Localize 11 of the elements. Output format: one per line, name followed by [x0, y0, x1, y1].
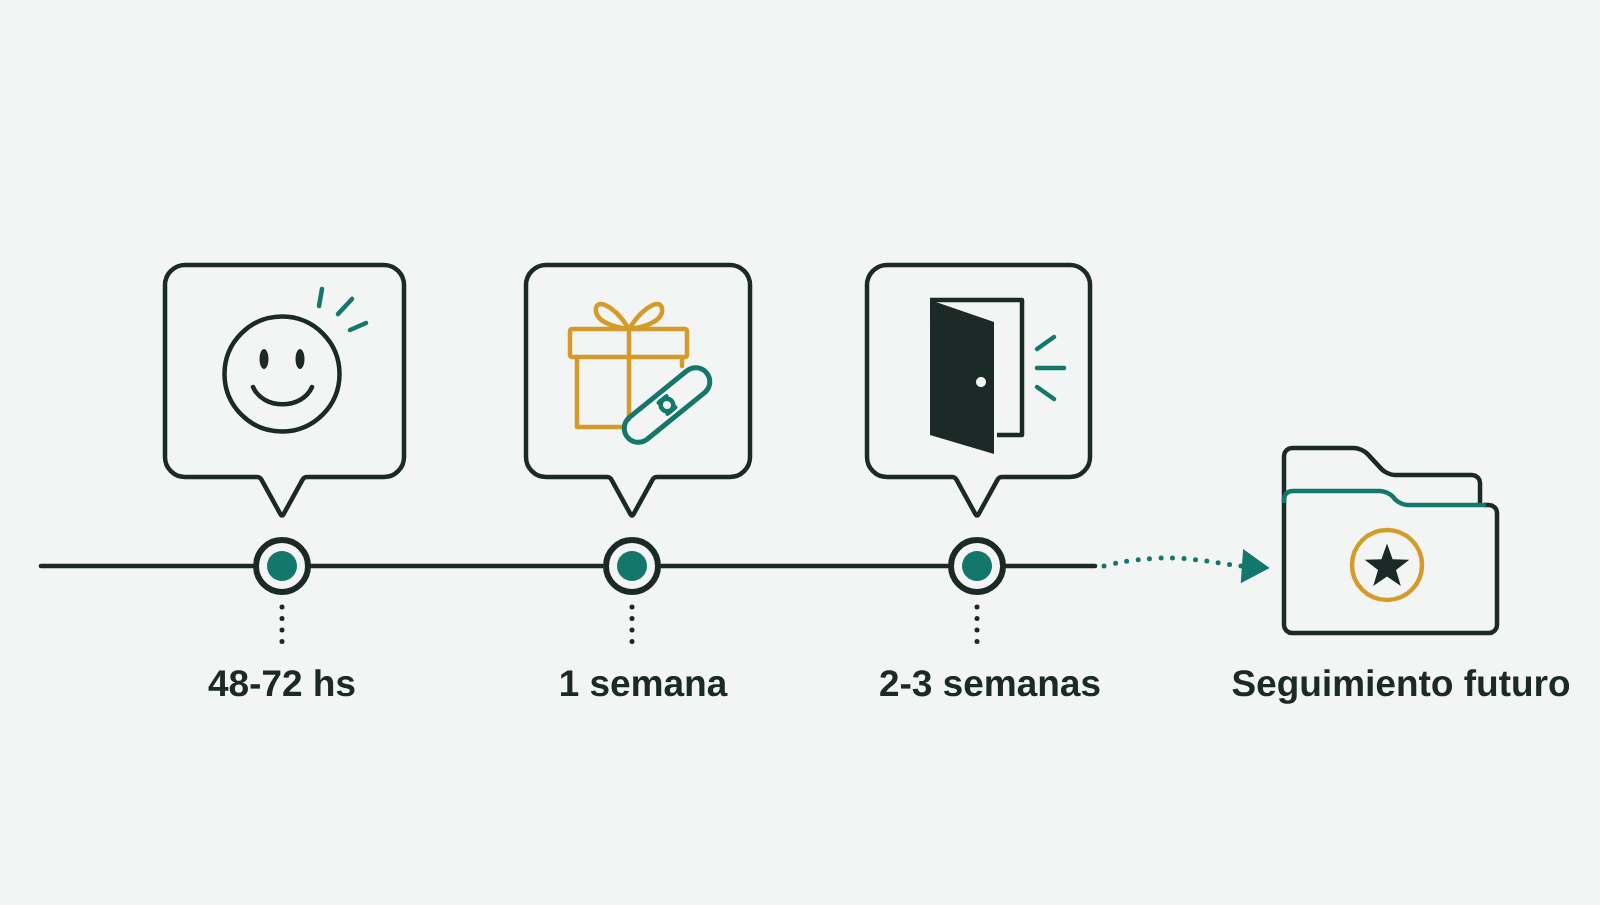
- timeline-line: [38, 563, 256, 569]
- time-label: 2-3 semanas: [880, 670, 1100, 697]
- timeline-line: [308, 563, 606, 569]
- timeline-marker: [603, 537, 661, 595]
- time-label: 48-72 hs: [208, 669, 355, 697]
- folder-label: Seguimiento futuro: [1232, 669, 1570, 704]
- timeline-line: [658, 563, 951, 569]
- timeline-marker: [253, 537, 311, 595]
- timeline-line: [1003, 563, 1098, 569]
- timeline-marker: [948, 537, 1006, 595]
- time-label: 1 semana: [561, 670, 728, 697]
